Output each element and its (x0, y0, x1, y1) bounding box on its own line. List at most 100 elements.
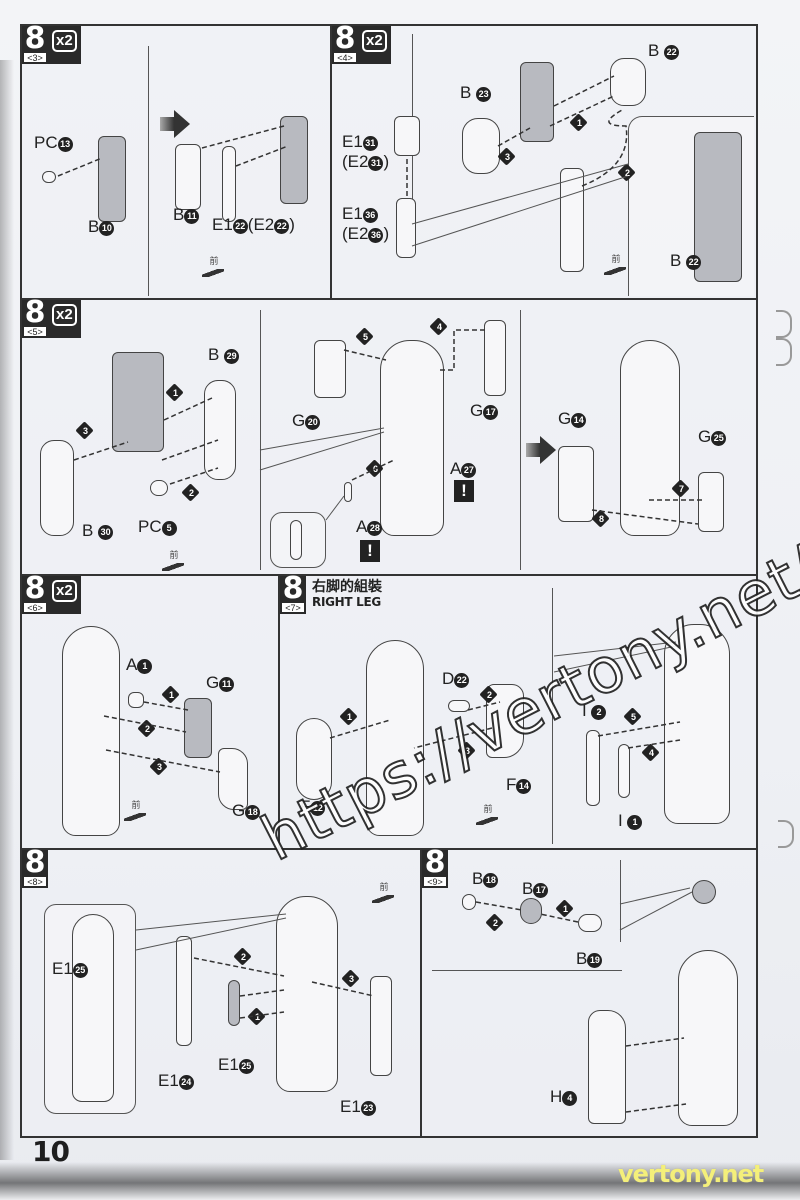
section-title-chinese: 右脚的組裝 (312, 578, 382, 594)
part-inset-detail-illustration (290, 520, 302, 560)
assembly-illustration (276, 896, 338, 1092)
section-title-english: RIGHT LEG (312, 595, 381, 609)
binder-clip-decoration (778, 820, 794, 848)
part-b29-illustration (204, 380, 236, 480)
part-b30-illustration (40, 440, 74, 536)
front-direction-indicator: 前 (124, 798, 148, 821)
panel-divider (620, 860, 621, 942)
part-upper-leg-illustration (112, 352, 164, 452)
part-b18-illustration (462, 894, 476, 910)
step-badge: 8 <5> x2 (22, 295, 81, 338)
step-badge: 8 <7> (280, 573, 306, 614)
watermark-brand: vertony.net (618, 1160, 764, 1188)
part-g25-illustration (698, 472, 724, 532)
part-label: B 22 (670, 252, 702, 270)
part-e1-24-illustration (176, 936, 192, 1046)
step-marker-3: 3 (341, 969, 360, 988)
step-marker-2: 2 (181, 483, 200, 502)
part-i2-illustration (586, 730, 600, 806)
multiplier-badge: x2 (52, 30, 77, 52)
caution-icon: ! (454, 480, 474, 502)
front-direction-indicator: 前 (162, 548, 186, 571)
page-binding-shadow (0, 60, 14, 1160)
panel-divider (432, 970, 622, 971)
front-direction-indicator: 前 (372, 880, 396, 903)
step-marker-2: 2 (233, 947, 252, 966)
part-e1-25-illustration (228, 980, 240, 1026)
step-badge: 8 <8> (22, 845, 48, 888)
part-label: B 30 (82, 522, 114, 540)
step-marker-1: 1 (161, 685, 180, 704)
front-direction-indicator: 前 (604, 252, 628, 275)
part-e1-23-illustration (370, 976, 392, 1076)
part-a1-illustration (128, 692, 144, 708)
step-marker-8: 8 (591, 509, 610, 528)
step-marker-2: 2 (485, 913, 504, 932)
step-number: 8 (24, 21, 46, 56)
substep-number: <5> (23, 326, 47, 337)
step-marker-1: 1 (165, 383, 184, 402)
panel-divider (148, 46, 149, 296)
front-direction-indicator: 前 (476, 802, 500, 825)
part-b22-illustration (610, 58, 646, 106)
substep-number: <6> (23, 602, 47, 613)
part-i1-illustration (618, 744, 630, 798)
part-g14-illustration (558, 446, 594, 522)
step-marker-2: 2 (617, 163, 636, 182)
part-b23-illustration (462, 118, 500, 174)
assembly-illustration (380, 340, 444, 536)
step-number: 8 (24, 845, 46, 880)
part-b10-illustration (98, 136, 126, 222)
step-marker-4: 4 (641, 743, 660, 762)
step-marker-3: 3 (149, 757, 168, 776)
substep-number: <7> (281, 602, 305, 613)
step-marker-1: 1 (247, 1007, 266, 1026)
panel-divider (520, 310, 521, 570)
step-number: 8 (24, 571, 46, 606)
assembly-illustration (678, 950, 738, 1126)
assembly-illustration (694, 132, 742, 282)
part-g18-illustration (218, 748, 248, 810)
step-number: 8 (24, 295, 46, 330)
part-f12-illustration (296, 718, 332, 800)
step-marker-3: 3 (75, 421, 94, 440)
part-g20-illustration (314, 340, 346, 398)
step-marker-3: 3 (457, 741, 476, 760)
step-marker-3: 3 (497, 147, 516, 166)
part-b11-illustration (175, 144, 201, 210)
multiplier-badge: x2 (52, 580, 77, 602)
part-a28-illustration (344, 482, 352, 502)
part-g17-illustration (484, 320, 506, 396)
step-marker-1: 1 (339, 707, 358, 726)
step-marker-7: 7 (671, 479, 690, 498)
part-label: I 1 (618, 812, 643, 830)
step-marker-5: 5 (623, 707, 642, 726)
